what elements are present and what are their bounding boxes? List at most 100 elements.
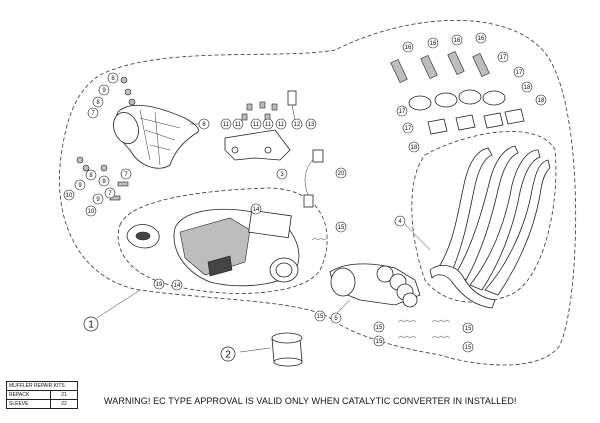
- callout-7c: 7: [104, 187, 116, 199]
- callout-15f: 15: [462, 341, 474, 353]
- svg-text:15: 15: [465, 326, 472, 332]
- svg-text:4: 4: [398, 219, 402, 225]
- svg-text:2: 2: [225, 350, 231, 361]
- svg-text:11: 11: [278, 122, 285, 128]
- kit-table-row: REPACK 21: [6, 390, 78, 400]
- svg-text:9: 9: [78, 183, 82, 189]
- callout-2: 2: [220, 346, 236, 362]
- kit-row-value: 21: [50, 390, 78, 400]
- svg-text:18: 18: [538, 98, 545, 104]
- callout-6: 6: [198, 118, 210, 130]
- callout-16a: 16: [402, 41, 414, 53]
- callout-7b: 7: [120, 168, 132, 180]
- svg-text:6: 6: [202, 122, 206, 128]
- muffler-boundary: [117, 187, 328, 294]
- link-pipe-part: [329, 263, 421, 308]
- callout-12: 12: [291, 118, 303, 130]
- svg-text:12: 12: [294, 122, 301, 128]
- callout-4: 4: [394, 215, 406, 227]
- svg-text:14: 14: [253, 207, 260, 213]
- svg-text:7: 7: [108, 191, 112, 197]
- muffler-repair-kits-table: MUFFLER REPAIR KITS REPACK 21 SLEEVE 22: [6, 381, 78, 409]
- heat-shield-part: [113, 104, 199, 169]
- svg-text:7: 7: [124, 172, 128, 178]
- kit-row-label: SLEEVE: [6, 399, 51, 409]
- callout-17a: 17: [497, 51, 509, 63]
- fasteners-left: [76, 76, 136, 201]
- svg-text:7: 7: [91, 111, 95, 117]
- springs-bottom-right: [397, 319, 451, 339]
- callout-16b: 16: [427, 37, 439, 49]
- callout-18c: 18: [408, 141, 420, 153]
- callout-17b: 17: [513, 66, 525, 78]
- callout-5: 5: [330, 312, 342, 324]
- svg-text:1: 1: [88, 320, 94, 331]
- mounting-bracket-part: [224, 129, 291, 161]
- svg-text:16: 16: [478, 36, 485, 42]
- svg-text:8: 8: [96, 100, 100, 106]
- svg-text:18: 18: [411, 145, 418, 151]
- callout-11e: 11: [275, 118, 287, 130]
- callout-8c: 8: [98, 175, 110, 187]
- header-boundary: [411, 131, 557, 303]
- outer-boundary: [59, 20, 577, 366]
- clamps-part: [390, 50, 525, 135]
- svg-text:11: 11: [265, 122, 272, 128]
- callout-10a: 10: [63, 189, 75, 201]
- callout-13: 13: [305, 118, 317, 130]
- callout-10b: 10: [85, 205, 97, 217]
- kit-row-value: 22: [50, 399, 78, 409]
- callout-11b: 11: [232, 118, 244, 130]
- svg-text:20: 20: [338, 171, 345, 177]
- svg-text:15: 15: [465, 345, 472, 351]
- callout-10c: 10: [113, 76, 120, 82]
- kit-table-header-row: MUFFLER REPAIR KITS: [6, 381, 78, 391]
- svg-text:10: 10: [66, 193, 73, 199]
- svg-text:8: 8: [102, 179, 106, 185]
- svg-text:15: 15: [338, 225, 345, 231]
- callout-8a: 8: [92, 96, 104, 108]
- svg-text:16: 16: [430, 41, 437, 47]
- callout-8d: 8: [107, 72, 119, 84]
- callout-15b: 15: [314, 310, 326, 322]
- callout-19: 19: [153, 278, 165, 290]
- kit-table-row: SLEEVE 22: [6, 399, 78, 409]
- callout-9a: 9: [98, 84, 110, 96]
- callout-9b: 9: [74, 179, 86, 191]
- svg-text:14: 14: [174, 283, 181, 289]
- callout-15g: 15: [379, 323, 386, 329]
- bolts-11: [241, 101, 278, 121]
- callout-11d: 11: [262, 118, 274, 130]
- callout-14b: 14: [171, 279, 183, 291]
- svg-text:17: 17: [399, 109, 406, 115]
- lambda-probe-part: [303, 149, 324, 208]
- svg-text:15: 15: [317, 314, 324, 320]
- sensor-part: [287, 90, 297, 121]
- callout-18a: 18: [521, 81, 533, 93]
- callout-8b: 8: [85, 169, 97, 181]
- svg-text:13: 13: [308, 122, 315, 128]
- callout-14a: 14: [250, 203, 262, 215]
- svg-text:3: 3: [280, 172, 284, 178]
- callout-20: 20: [335, 167, 347, 179]
- svg-text:8: 8: [89, 173, 93, 179]
- svg-text:16: 16: [454, 38, 461, 44]
- svg-text:15: 15: [376, 339, 383, 345]
- callout-15d: 15: [373, 335, 385, 347]
- svg-text:5: 5: [334, 316, 338, 322]
- svg-text:9: 9: [102, 88, 106, 94]
- svg-text:17: 17: [405, 126, 412, 132]
- callout-17d: 17: [402, 122, 414, 134]
- header-pipes-part: [429, 145, 551, 309]
- svg-text:17: 17: [500, 55, 507, 61]
- svg-text:9: 9: [96, 197, 100, 203]
- callout-1: 1: [83, 316, 99, 332]
- svg-text:18: 18: [524, 85, 531, 91]
- svg-text:11: 11: [253, 122, 260, 128]
- callout-9c: 9: [92, 193, 104, 205]
- callout-17c: 17: [396, 105, 408, 117]
- callout-18b: 18: [535, 94, 547, 106]
- svg-text:10: 10: [88, 209, 95, 215]
- catalyst-sleeve-part: [239, 332, 303, 367]
